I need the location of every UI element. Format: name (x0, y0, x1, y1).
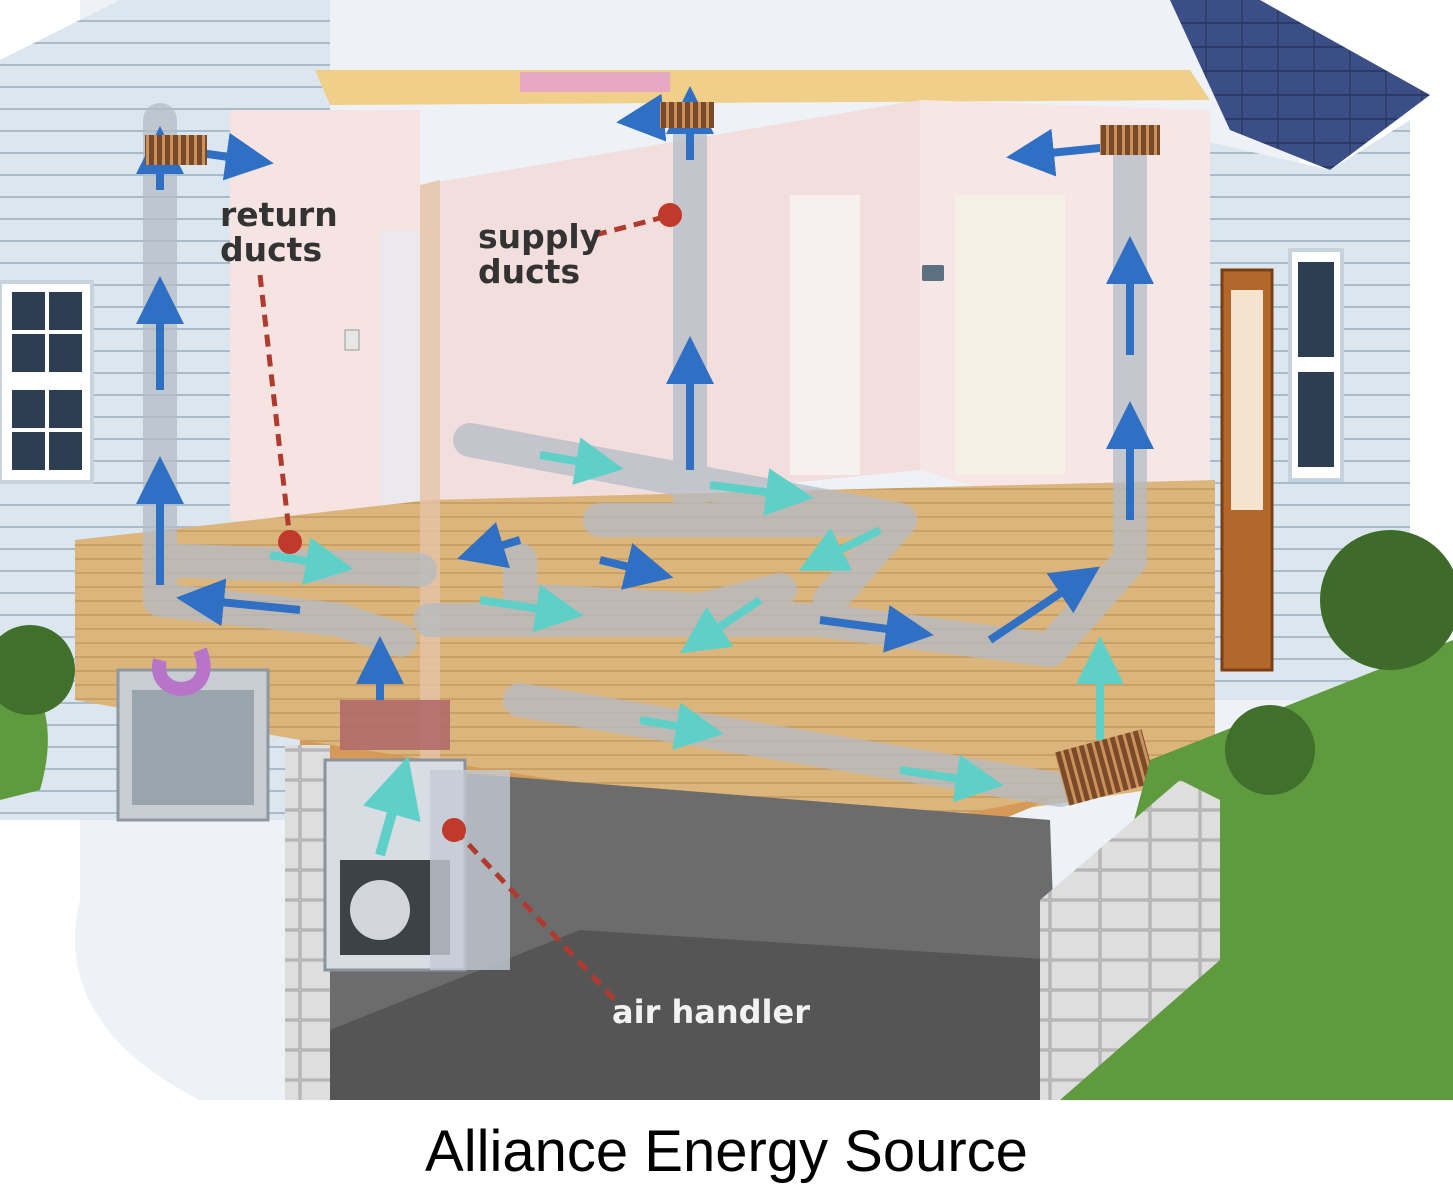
register-top-mid (660, 102, 714, 128)
hvac-illustration (0, 0, 1453, 1100)
window-left (0, 280, 94, 484)
doorway-mid (790, 195, 860, 475)
foundation-wall-left (285, 745, 330, 1100)
return-ducts-dot (278, 530, 302, 554)
light-switch (344, 329, 360, 351)
window-right (1288, 248, 1344, 482)
register-top-left (145, 135, 207, 165)
glass-partition (420, 180, 440, 790)
shrub (0, 625, 75, 715)
thermostat (922, 265, 944, 281)
ceiling-slab (315, 70, 1210, 105)
front-door (1220, 268, 1274, 672)
doorway-right (955, 195, 1065, 475)
air-handler-dot (442, 818, 466, 842)
basement-floor (330, 930, 1060, 1100)
condenser-unit (116, 647, 270, 822)
shrub (1225, 705, 1315, 795)
foundation-wall-right (1040, 780, 1220, 1100)
supply-ducts-label: supply ducts (478, 217, 602, 291)
return-ducts-leader (257, 274, 293, 541)
doorway-left (380, 230, 420, 530)
air-handler-unit (323, 700, 510, 972)
supply-ducts-leader (594, 213, 669, 238)
supply-ducts-dot (658, 203, 682, 227)
return-ducts-label: return ducts (220, 195, 338, 269)
caption: Alliance Energy Source (425, 1119, 1028, 1184)
shrub (1320, 530, 1453, 670)
air-handler-label: air handler (612, 993, 810, 1031)
floor-register (1054, 729, 1156, 806)
roof (1170, 0, 1430, 170)
back-wall (230, 110, 420, 540)
register-top-right (1100, 125, 1160, 155)
